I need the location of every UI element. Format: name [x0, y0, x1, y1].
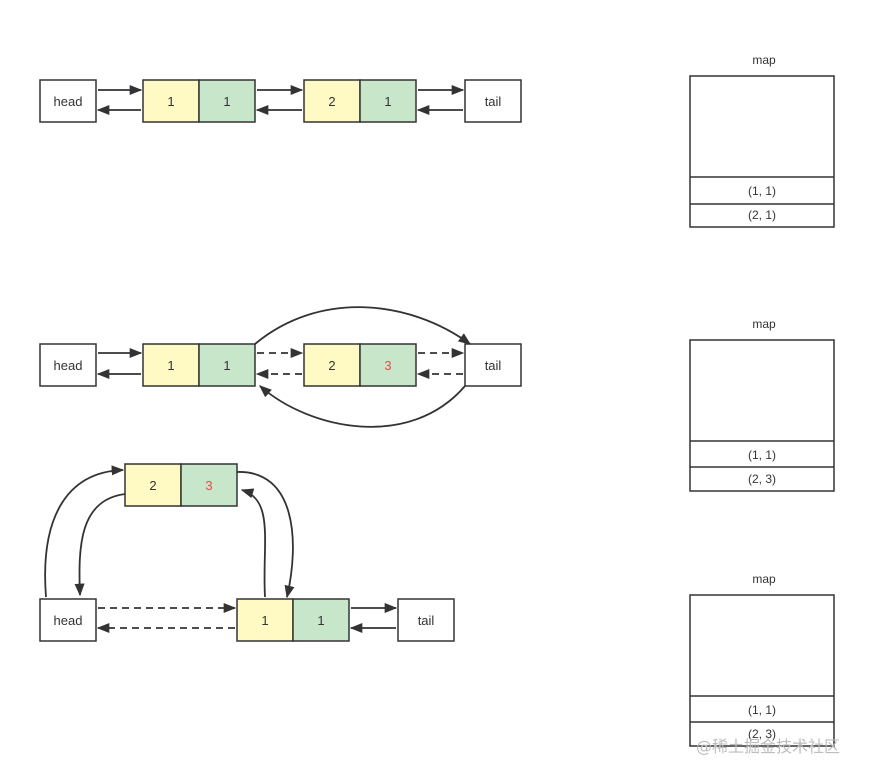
map-3: map (1, 1) (2, 3): [689, 572, 835, 747]
arrows: [44, 465, 398, 634]
map-entry: (1, 1): [748, 448, 776, 462]
tail-node: tail: [464, 79, 522, 123]
list-node-2: 2 1: [303, 79, 417, 123]
map-1: map (1, 1) (2, 1): [689, 53, 835, 228]
map-entry: (1, 1): [748, 703, 776, 717]
moved-node: 2 3: [124, 463, 238, 507]
map-entry: (1, 1): [748, 184, 776, 198]
map-2: map (1, 1) (2, 3): [689, 317, 835, 492]
tail-label: tail: [485, 358, 502, 373]
node-value: 1: [384, 94, 391, 109]
node-value-updated: 3: [205, 478, 212, 493]
list-node-2: 2 3: [303, 343, 417, 387]
diagram-1-linked-list: head 1 1 2 1 tail: [39, 79, 522, 123]
node-key: 2: [149, 478, 156, 493]
map-title: map: [752, 317, 776, 331]
arrows: [96, 84, 465, 116]
watermark: @稀土掘金技术社区: [696, 737, 840, 756]
node-value: 1: [317, 613, 324, 628]
tail-label: tail: [418, 613, 435, 628]
list-node-1: 1 1: [142, 343, 256, 387]
head-node: head: [39, 343, 97, 387]
node-key: 2: [328, 94, 335, 109]
head-node: head: [39, 79, 97, 123]
node-key: 2: [328, 358, 335, 373]
map-title: map: [752, 572, 776, 586]
map-entry: (2, 1): [748, 208, 776, 222]
diagram-3-linked-list: 2 3 head 1 1 tail: [39, 463, 455, 642]
node-value: 1: [223, 94, 230, 109]
node-value: 1: [223, 358, 230, 373]
tail-node: tail: [397, 598, 455, 642]
tail-node: tail: [464, 343, 522, 387]
node-key: 1: [167, 94, 174, 109]
node-key: 1: [167, 358, 174, 373]
tail-label: tail: [485, 94, 502, 109]
map-entry-updated: (2, 3): [748, 472, 776, 486]
list-node-1: 1 1: [142, 79, 256, 123]
map-entry-updated: (2, 3): [748, 727, 776, 741]
node-value-updated: 3: [384, 358, 391, 373]
arrows: [96, 306, 472, 428]
head-label: head: [54, 613, 83, 628]
head-label: head: [54, 358, 83, 373]
head-label: head: [54, 94, 83, 109]
head-node: head: [39, 598, 97, 642]
node-key: 1: [261, 613, 268, 628]
map-title: map: [752, 53, 776, 67]
list-node-1: 1 1: [236, 598, 350, 642]
diagram-2-linked-list: head 1 1 2 3 tail: [39, 306, 522, 428]
